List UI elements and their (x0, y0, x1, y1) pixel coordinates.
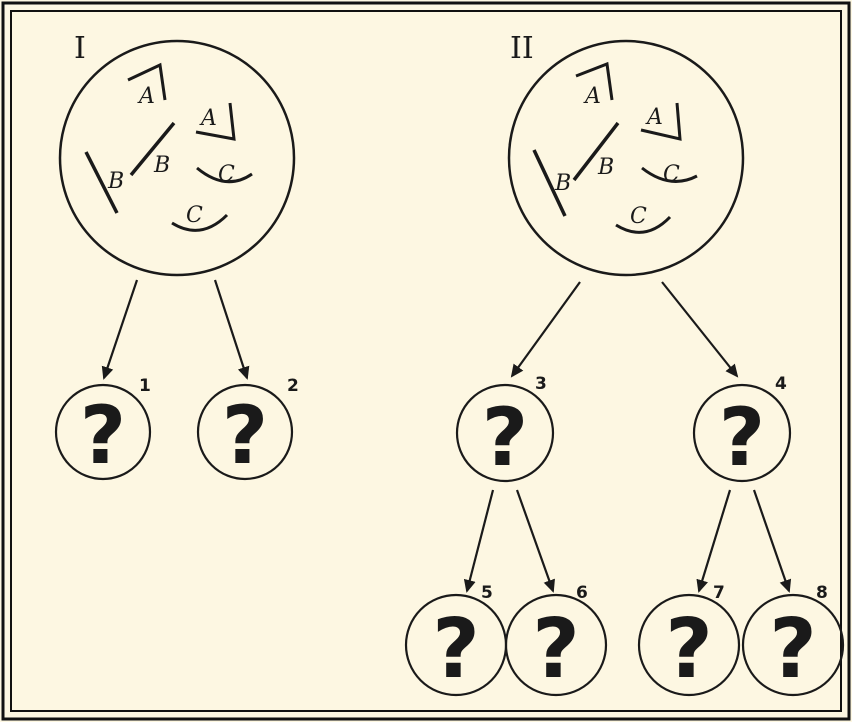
chromosome-a-1 (127, 62, 167, 101)
parent-cell-2 (507, 39, 745, 277)
label-c-4: C (630, 204, 647, 229)
chromosome-b-1 (84, 151, 119, 214)
daughter-cell-2: ? 2 (196, 376, 299, 482)
label-a-2: A (199, 106, 217, 131)
chromosome-b-4 (572, 121, 620, 182)
label-a-4: A (645, 105, 663, 130)
question-mark-8: ? (769, 602, 817, 697)
arrow-cell3-to-cell5 (463, 489, 495, 593)
arrow-parent2-to-cell4 (661, 281, 739, 378)
label-b-1: B (107, 169, 124, 194)
chromosome-a-4 (640, 102, 682, 141)
chromosome-a-2 (195, 102, 236, 141)
cell-number-6: 6 (576, 583, 588, 603)
chromosome-b-3 (532, 149, 567, 217)
arrow-parent1-to-cell2 (213, 279, 250, 380)
arrow-parent2-to-cell3 (510, 281, 581, 378)
label-c-2: C (186, 203, 203, 228)
cell-number-5: 5 (481, 583, 493, 603)
panel-label-2: II (510, 31, 534, 66)
cell-number-1: 1 (139, 376, 151, 396)
panel-label-1: I (74, 31, 86, 66)
chromosome-c-4 (615, 215, 672, 234)
label-c-3: C (663, 162, 680, 187)
daughter-cell-5: ? 5 (404, 583, 508, 697)
arrow-cell4-to-cell8 (752, 489, 792, 593)
daughter-cell-3: ? 3 (455, 374, 555, 484)
cell-number-4: 4 (775, 374, 787, 394)
question-mark-4: ? (719, 391, 765, 484)
label-c-1: C (218, 162, 235, 187)
label-a-1: A (137, 84, 155, 109)
arrow-parent1-to-cell1 (101, 279, 139, 380)
daughter-cell-7: ? 7 (637, 583, 741, 697)
daughter-cell-1: ? 1 (54, 376, 152, 482)
chromosome-b-2 (129, 121, 176, 177)
question-mark-1: ? (80, 389, 126, 482)
label-b-2: B (153, 153, 170, 178)
chromosome-c-1 (196, 166, 253, 184)
question-mark-7: ? (665, 602, 713, 697)
cell-number-3: 3 (535, 374, 547, 394)
question-mark-5: ? (432, 602, 480, 697)
chromosome-a-3 (575, 61, 614, 101)
chromosome-c-2 (171, 213, 229, 232)
question-mark-3: ? (482, 391, 528, 484)
cell-number-2: 2 (287, 376, 299, 396)
daughter-cell-4: ? 4 (692, 374, 792, 484)
arrow-cell3-to-cell6 (515, 489, 555, 593)
label-b-3: B (554, 171, 571, 196)
question-mark-2: ? (222, 389, 268, 482)
arrow-cell4-to-cell7 (696, 489, 732, 593)
label-b-4: B (597, 155, 614, 180)
parent-cell-1 (58, 39, 296, 277)
cell-number-8: 8 (816, 583, 828, 603)
chromosome-c-3 (641, 166, 698, 183)
label-a-3: A (583, 84, 601, 109)
daughter-cell-6: ? 6 (504, 583, 608, 697)
arrows (101, 279, 792, 593)
cell-number-7: 7 (713, 583, 725, 603)
inner-border (10, 10, 842, 712)
question-mark-6: ? (532, 602, 580, 697)
daughter-cell-8: ? 8 (741, 583, 845, 697)
